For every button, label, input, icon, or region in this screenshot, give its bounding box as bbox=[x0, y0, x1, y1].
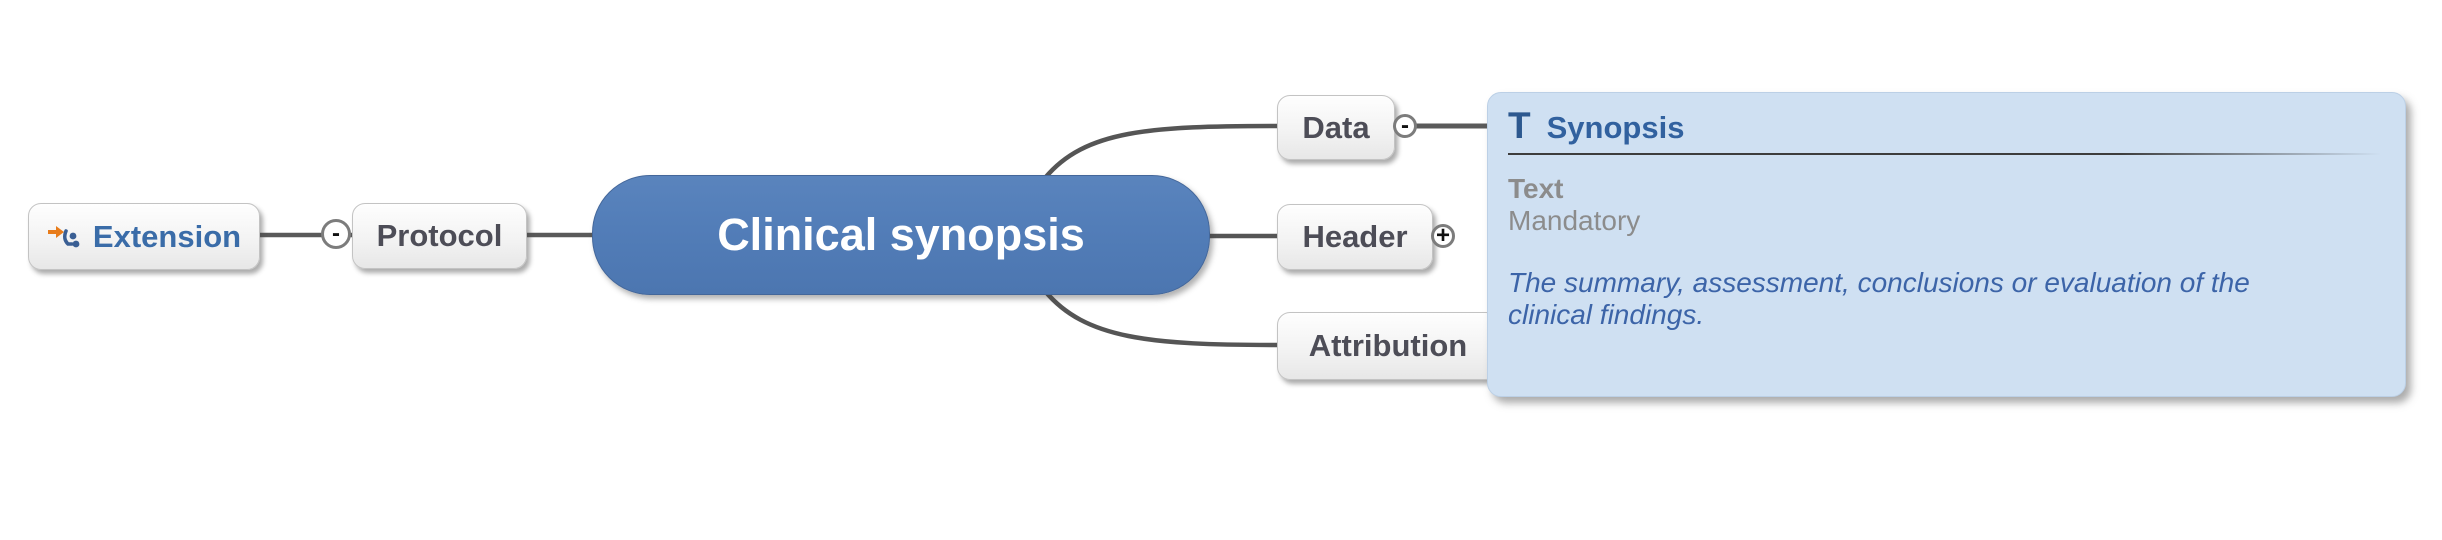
tooltip-description: The summary, assessment, conclusions or … bbox=[1508, 267, 2250, 330]
header-expand-toggle[interactable]: + bbox=[1431, 224, 1455, 248]
node-extension[interactable]: Extension bbox=[28, 203, 260, 270]
node-header-label: Header bbox=[1302, 219, 1408, 254]
node-extension-label: Extension bbox=[92, 218, 242, 254]
tooltip-field-type: Text bbox=[1508, 173, 1564, 204]
node-data[interactable]: Data bbox=[1277, 95, 1395, 160]
node-clinical-synopsis-label: Clinical synopsis bbox=[717, 209, 1085, 260]
tooltip-cardinality: Mandatory bbox=[1508, 205, 1641, 236]
tooltip-panel: T Synopsis Text Mandatory The summary, a… bbox=[1487, 92, 2406, 397]
data-collapse-toggle[interactable]: - bbox=[1393, 114, 1417, 138]
node-attribution-label: Attribution bbox=[1308, 328, 1468, 363]
tooltip-title-row: T Synopsis bbox=[1508, 105, 2381, 147]
node-protocol[interactable]: Protocol bbox=[352, 203, 527, 269]
tooltip-divider bbox=[1508, 153, 2381, 155]
node-attribution[interactable]: Attribution bbox=[1277, 312, 1499, 380]
node-clinical-synopsis[interactable]: Clinical synopsis bbox=[592, 175, 1210, 295]
tooltip-title: Synopsis bbox=[1546, 110, 1685, 145]
connector-root-attribution bbox=[1042, 288, 1280, 348]
protocol-collapse-toggle[interactable]: - bbox=[321, 219, 351, 249]
node-data-label: Data bbox=[1302, 109, 1370, 145]
node-protocol-label: Protocol bbox=[376, 218, 503, 253]
text-type-icon: T bbox=[1508, 105, 1531, 146]
connector-root-data bbox=[1042, 123, 1280, 181]
node-header[interactable]: Header bbox=[1277, 204, 1433, 270]
extension-branch-icon bbox=[47, 222, 83, 252]
